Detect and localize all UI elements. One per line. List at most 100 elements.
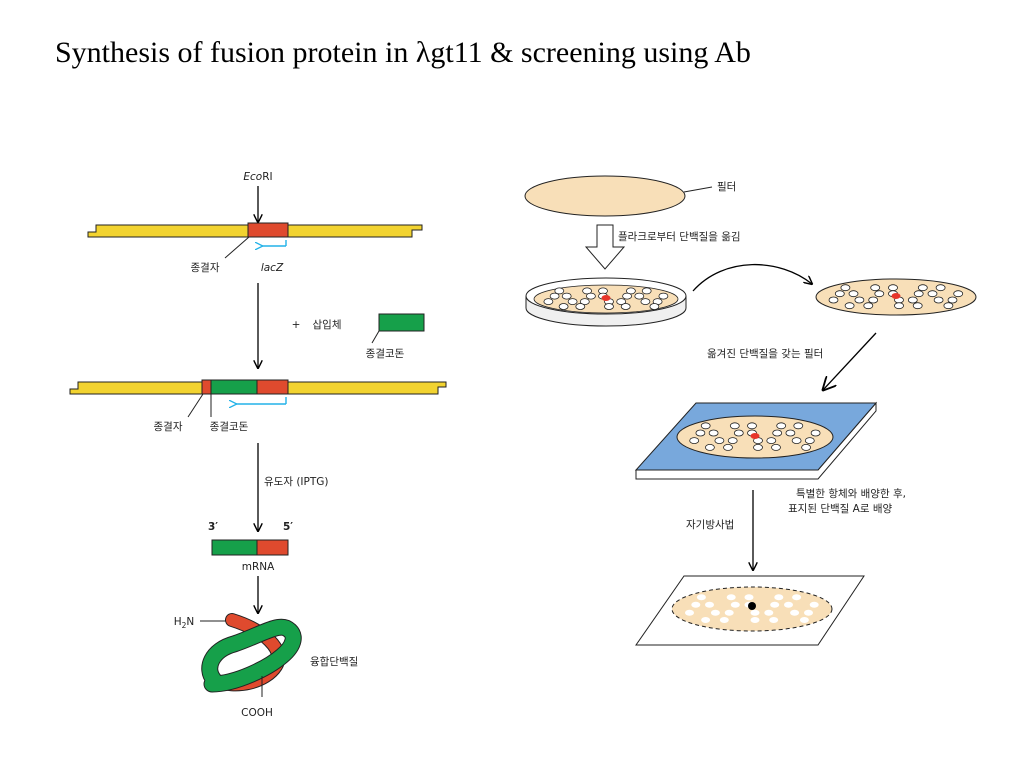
- film-spot: [726, 594, 736, 601]
- insert-green: [210, 379, 258, 395]
- film-spot: [750, 617, 760, 623]
- plaque: [620, 303, 631, 310]
- film-spot: [792, 594, 802, 601]
- plaque: [579, 298, 590, 306]
- plaque-imprint: [943, 302, 954, 310]
- film-spot: [705, 601, 714, 608]
- film-spot: [744, 594, 754, 601]
- mrna-red-segment: [256, 539, 289, 556]
- dish-plaques: [543, 287, 669, 310]
- positive-plaque: [601, 295, 611, 301]
- insert-left-red: [201, 379, 212, 395]
- transferred-filter-label: 옮겨진 단백질을 갖는 필터: [707, 348, 823, 360]
- plaque: [567, 298, 578, 306]
- left-panel: EcoRI 종결자 lacZ + 삽입체 종결코돈 종결자: [69, 171, 447, 719]
- film-spot: [790, 609, 800, 616]
- plaque-imprint: [700, 422, 711, 430]
- plaque-imprint: [848, 290, 859, 298]
- plaque-imprint: [801, 443, 811, 451]
- plaque-imprint: [834, 290, 845, 298]
- lift-curved-arrow: [692, 263, 812, 292]
- stop-codon-2-label: 종결코돈: [210, 421, 249, 433]
- plaque: [641, 287, 652, 295]
- plaque-imprint: [874, 290, 885, 298]
- plaque-imprint: [888, 284, 898, 292]
- film-spots: [685, 594, 819, 623]
- film-spot: [764, 609, 774, 616]
- film-spot: [750, 609, 760, 616]
- plaque: [575, 303, 586, 310]
- vector-dna-2: [69, 379, 447, 395]
- film-spot: [769, 617, 779, 623]
- plaque-imprint: [733, 429, 744, 437]
- plaque-imprint: [772, 429, 783, 437]
- film-spot: [719, 617, 729, 623]
- insert-label: 삽입체: [313, 318, 342, 331]
- terminator-1-pointer: [224, 236, 250, 259]
- petri-dish: [525, 277, 687, 327]
- plaque-imprint: [708, 429, 719, 437]
- insert-fragment: [378, 313, 425, 332]
- antibody-incubation-tray: [634, 401, 878, 480]
- plaque-imprint: [870, 284, 881, 292]
- film-spot: [685, 609, 694, 616]
- plaque: [558, 303, 569, 310]
- inducer-label: 유도자 (IPTG): [264, 476, 329, 488]
- plaque-imprint: [766, 437, 777, 445]
- plaque-imprint: [935, 284, 946, 292]
- plaque: [622, 292, 632, 300]
- plaque-imprint: [810, 429, 821, 437]
- plaque-imprint: [776, 422, 787, 430]
- plaque-imprint: [927, 290, 938, 298]
- plaque-imprint: [753, 443, 763, 451]
- slide-title: Synthesis of fusion protein in λgt11 & s…: [55, 36, 751, 69]
- film-spot: [724, 609, 734, 616]
- plaque-imprint: [913, 290, 924, 298]
- plaque-imprint: [933, 296, 944, 304]
- three-prime-label: 3′: [208, 521, 218, 533]
- filter-disc: [524, 175, 686, 217]
- autoradiography-label: 자기방사법: [686, 519, 734, 531]
- mrna-label: mRNA: [242, 561, 275, 573]
- plaque-imprint: [747, 422, 757, 430]
- antibody-step-line-1: 특별한 항체와 배양한 후,: [796, 488, 906, 500]
- lifted-filter: [815, 278, 977, 316]
- ecori-site: [247, 222, 289, 238]
- plaque-imprint: [917, 284, 928, 292]
- plaque: [649, 303, 660, 310]
- plaque-imprint: [844, 302, 855, 310]
- plaque-imprint: [785, 429, 796, 437]
- plaque-imprint: [723, 443, 733, 451]
- ecori-label: EcoRI: [243, 171, 272, 183]
- stop-codon-1-label: 종결코돈: [366, 348, 405, 360]
- terminator-2-label: 종결자: [154, 421, 183, 433]
- film-spot: [701, 617, 711, 623]
- plaque-imprint: [791, 437, 802, 445]
- plaque-imprint: [912, 302, 923, 310]
- plaque: [554, 287, 565, 295]
- plaque: [616, 298, 627, 306]
- film-spot: [710, 609, 720, 616]
- film-spot: [804, 609, 813, 616]
- film-spot: [784, 601, 793, 608]
- transfer-label: 플라크로부터 단백질을 옮김: [618, 231, 741, 243]
- plaque: [640, 298, 651, 306]
- terminator-2-pointer: [187, 393, 204, 418]
- positive-plaque: [750, 433, 760, 439]
- plaque-imprint: [894, 302, 904, 310]
- film-spot: [691, 601, 701, 608]
- fusion-protein-label: 융합단백질: [310, 656, 358, 668]
- plaque-imprint: [854, 296, 865, 304]
- filter-pointer: [683, 186, 713, 193]
- plaque-imprint: [727, 437, 738, 445]
- lacz-label: lacZ: [261, 262, 284, 274]
- film-spot: [770, 601, 780, 608]
- transfer-hollow-arrow: [584, 224, 626, 270]
- plaque-imprint: [840, 284, 851, 292]
- mrna-green-segment: [211, 539, 258, 556]
- plaque-imprint: [953, 290, 964, 298]
- film-spot: [696, 594, 706, 601]
- film-spot: [774, 594, 784, 601]
- plaque-imprint: [714, 437, 725, 445]
- plaque-imprint: [828, 296, 839, 304]
